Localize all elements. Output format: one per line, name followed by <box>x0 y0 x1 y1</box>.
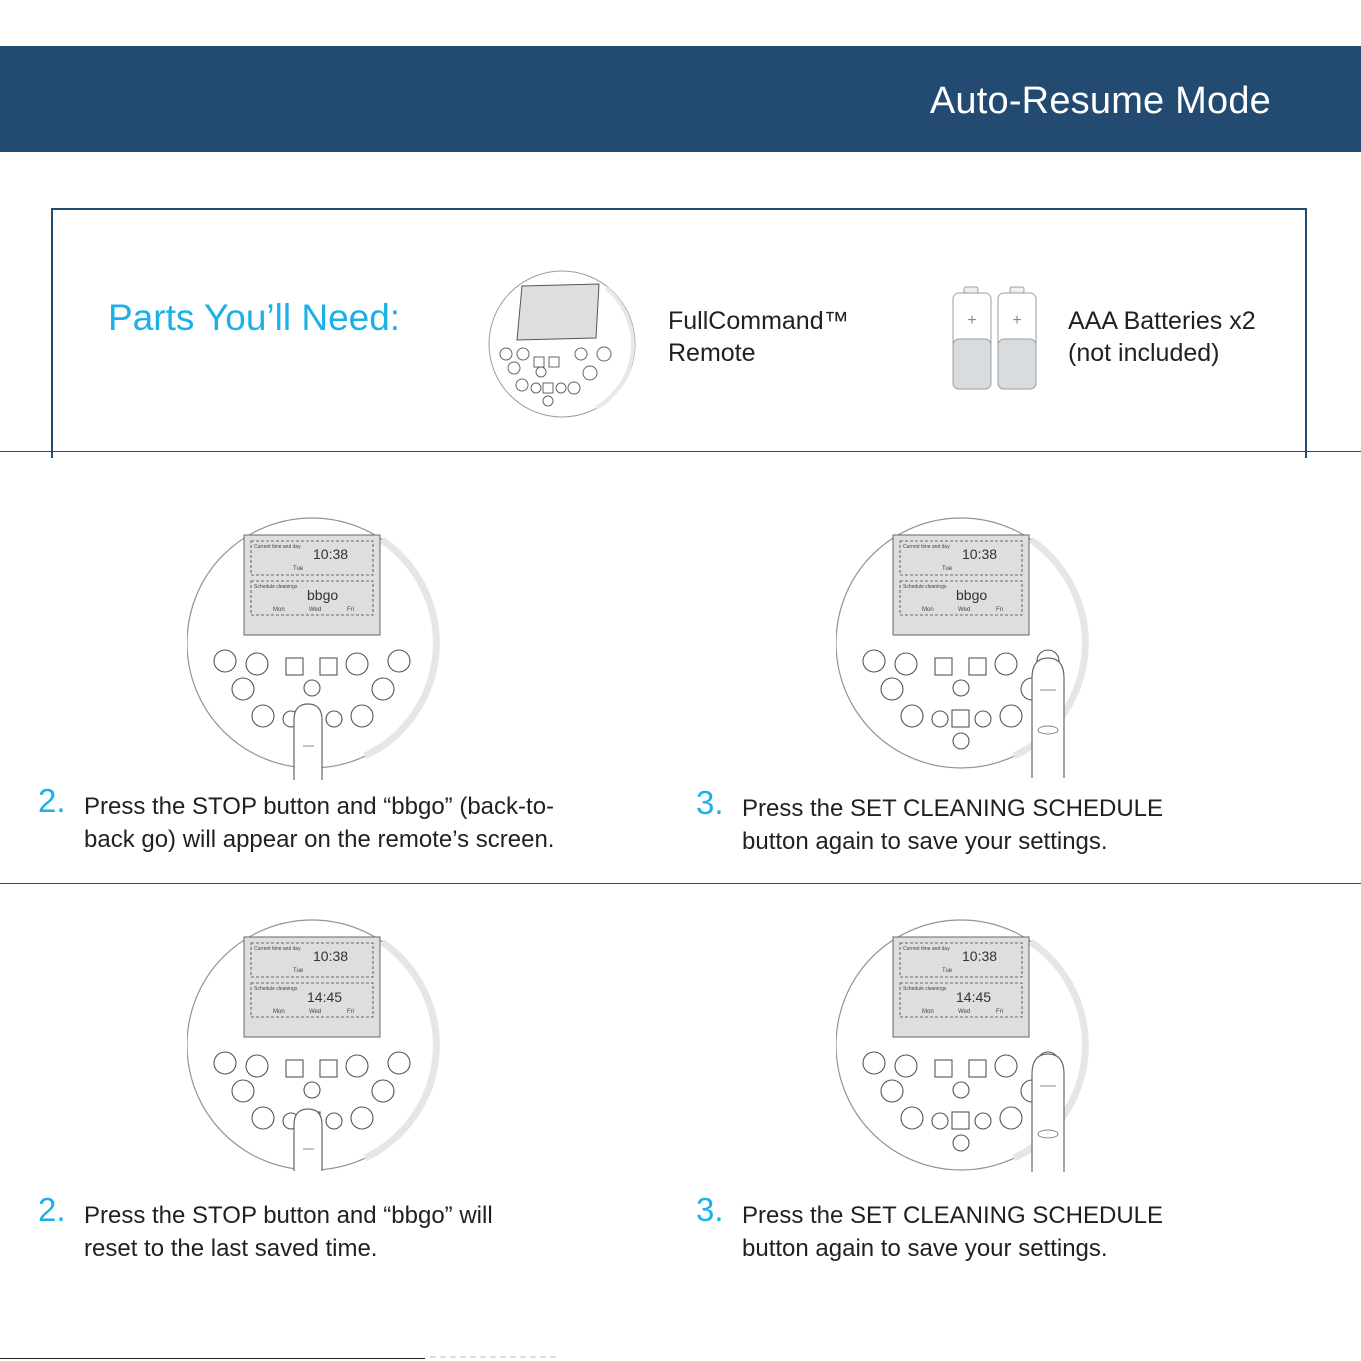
screen-d2-text: Wed <box>958 1009 970 1015</box>
divider-middle <box>0 883 1361 884</box>
divider-top <box>0 451 1361 452</box>
screen-d3-text: Fri <box>347 607 354 613</box>
step-number: 2. <box>38 782 66 819</box>
screen-schedtime-text: 14:45 <box>956 989 991 1005</box>
finger-pointer-icon <box>293 703 323 780</box>
remote-illustration-step-1: Current time and day 10:38 Tue Schedule … <box>186 513 447 778</box>
screen-d1-text: Mon <box>922 1009 934 1015</box>
battery-plus-right: + <box>1012 312 1021 329</box>
footer-line <box>0 1358 425 1359</box>
batteries-icon: + + <box>952 286 1037 390</box>
remote-icon: Current time and day 10:38 Tue Schedule … <box>835 517 1089 769</box>
batteries-label: AAA Batteries x2 (not included) <box>1068 307 1256 367</box>
header-banner <box>0 46 1361 152</box>
step-text: 2. Press the STOP button and “bbgo” will… <box>38 1191 493 1262</box>
remote-icon: Current time and day 10:38 Tue Schedule … <box>835 919 1089 1171</box>
remote-small-icon <box>488 270 636 418</box>
screen-time-text: 10:38 <box>313 546 348 562</box>
screen-d2-text: Wed <box>309 1009 321 1015</box>
screen-current-text: Current time and day <box>903 544 950 550</box>
screen-daycur-text: Tue <box>293 566 304 572</box>
step-number: 3. <box>696 784 724 821</box>
screen-daycur-text: Tue <box>942 566 953 572</box>
screen-schedtime-text: bbgo <box>956 587 987 603</box>
parts-title: Parts You’ll Need: <box>108 297 401 338</box>
remote-illustration-step-4: Current time and day 10:38 Tue Schedule … <box>835 915 1096 1180</box>
remote-illustration-step-2: Current time and day 10:38 Tue Schedule … <box>835 513 1096 778</box>
screen-d2-text: Wed <box>309 607 321 613</box>
remote-icon: Current time and day 10:38 Tue Schedule … <box>186 919 440 1171</box>
parts-box <box>51 208 1307 458</box>
step-text: 3. Press the SET CLEANING SCHEDULE butto… <box>696 784 1164 855</box>
remote-icon: Current time and day 10:38 Tue Schedule … <box>186 517 440 769</box>
screen-time-text: 10:38 <box>313 948 348 964</box>
screen-current-text: Current time and day <box>254 946 301 952</box>
remote-label: FullCommand™ Remote <box>668 307 849 367</box>
screen-d3-text: Fri <box>347 1009 354 1015</box>
screen-schedule-text: Schedule cleanings <box>254 584 298 590</box>
screen-d1-text: Mon <box>273 1009 285 1015</box>
step-text: 2. Press the STOP button and “bbgo” (bac… <box>38 782 555 853</box>
screen-daycur-text: Tue <box>293 968 304 974</box>
screen-schedule-text: Schedule cleanings <box>254 986 298 992</box>
screen-schedule-text: Schedule cleanings <box>903 986 947 992</box>
screen-time-text: 10:38 <box>962 948 997 964</box>
screen-d1-text: Mon <box>273 607 285 613</box>
step-number: 2. <box>38 1191 66 1228</box>
finger-pointer-icon <box>293 1108 323 1171</box>
page-title: Auto-Resume Mode <box>929 80 1271 122</box>
footer-mark <box>430 1356 560 1358</box>
screen-d2-text: Wed <box>958 607 970 613</box>
screen-schedule-text: Schedule cleanings <box>903 584 947 590</box>
screen-d3-text: Fri <box>996 1009 1003 1015</box>
remote-illustration-step-3: Current time and day 10:38 Tue Schedule … <box>186 915 447 1180</box>
finger-pointer-icon <box>1031 657 1065 778</box>
finger-pointer-icon <box>1031 1053 1065 1172</box>
screen-d1-text: Mon <box>922 607 934 613</box>
step-number: 3. <box>696 1191 724 1228</box>
battery-plus-left: + <box>967 312 976 329</box>
screen-schedtime-text: 14:45 <box>307 989 342 1005</box>
screen-daycur-text: Tue <box>942 968 953 974</box>
screen-schedtime-text: bbgo <box>307 587 338 603</box>
screen-current-text: Current time and day <box>903 946 950 952</box>
step-text: 3. Press the SET CLEANING SCHEDULE butto… <box>696 1191 1164 1262</box>
screen-time-text: 10:38 <box>962 546 997 562</box>
screen-current-text: Current time and day <box>254 544 301 550</box>
screen-d3-text: Fri <box>996 607 1003 613</box>
